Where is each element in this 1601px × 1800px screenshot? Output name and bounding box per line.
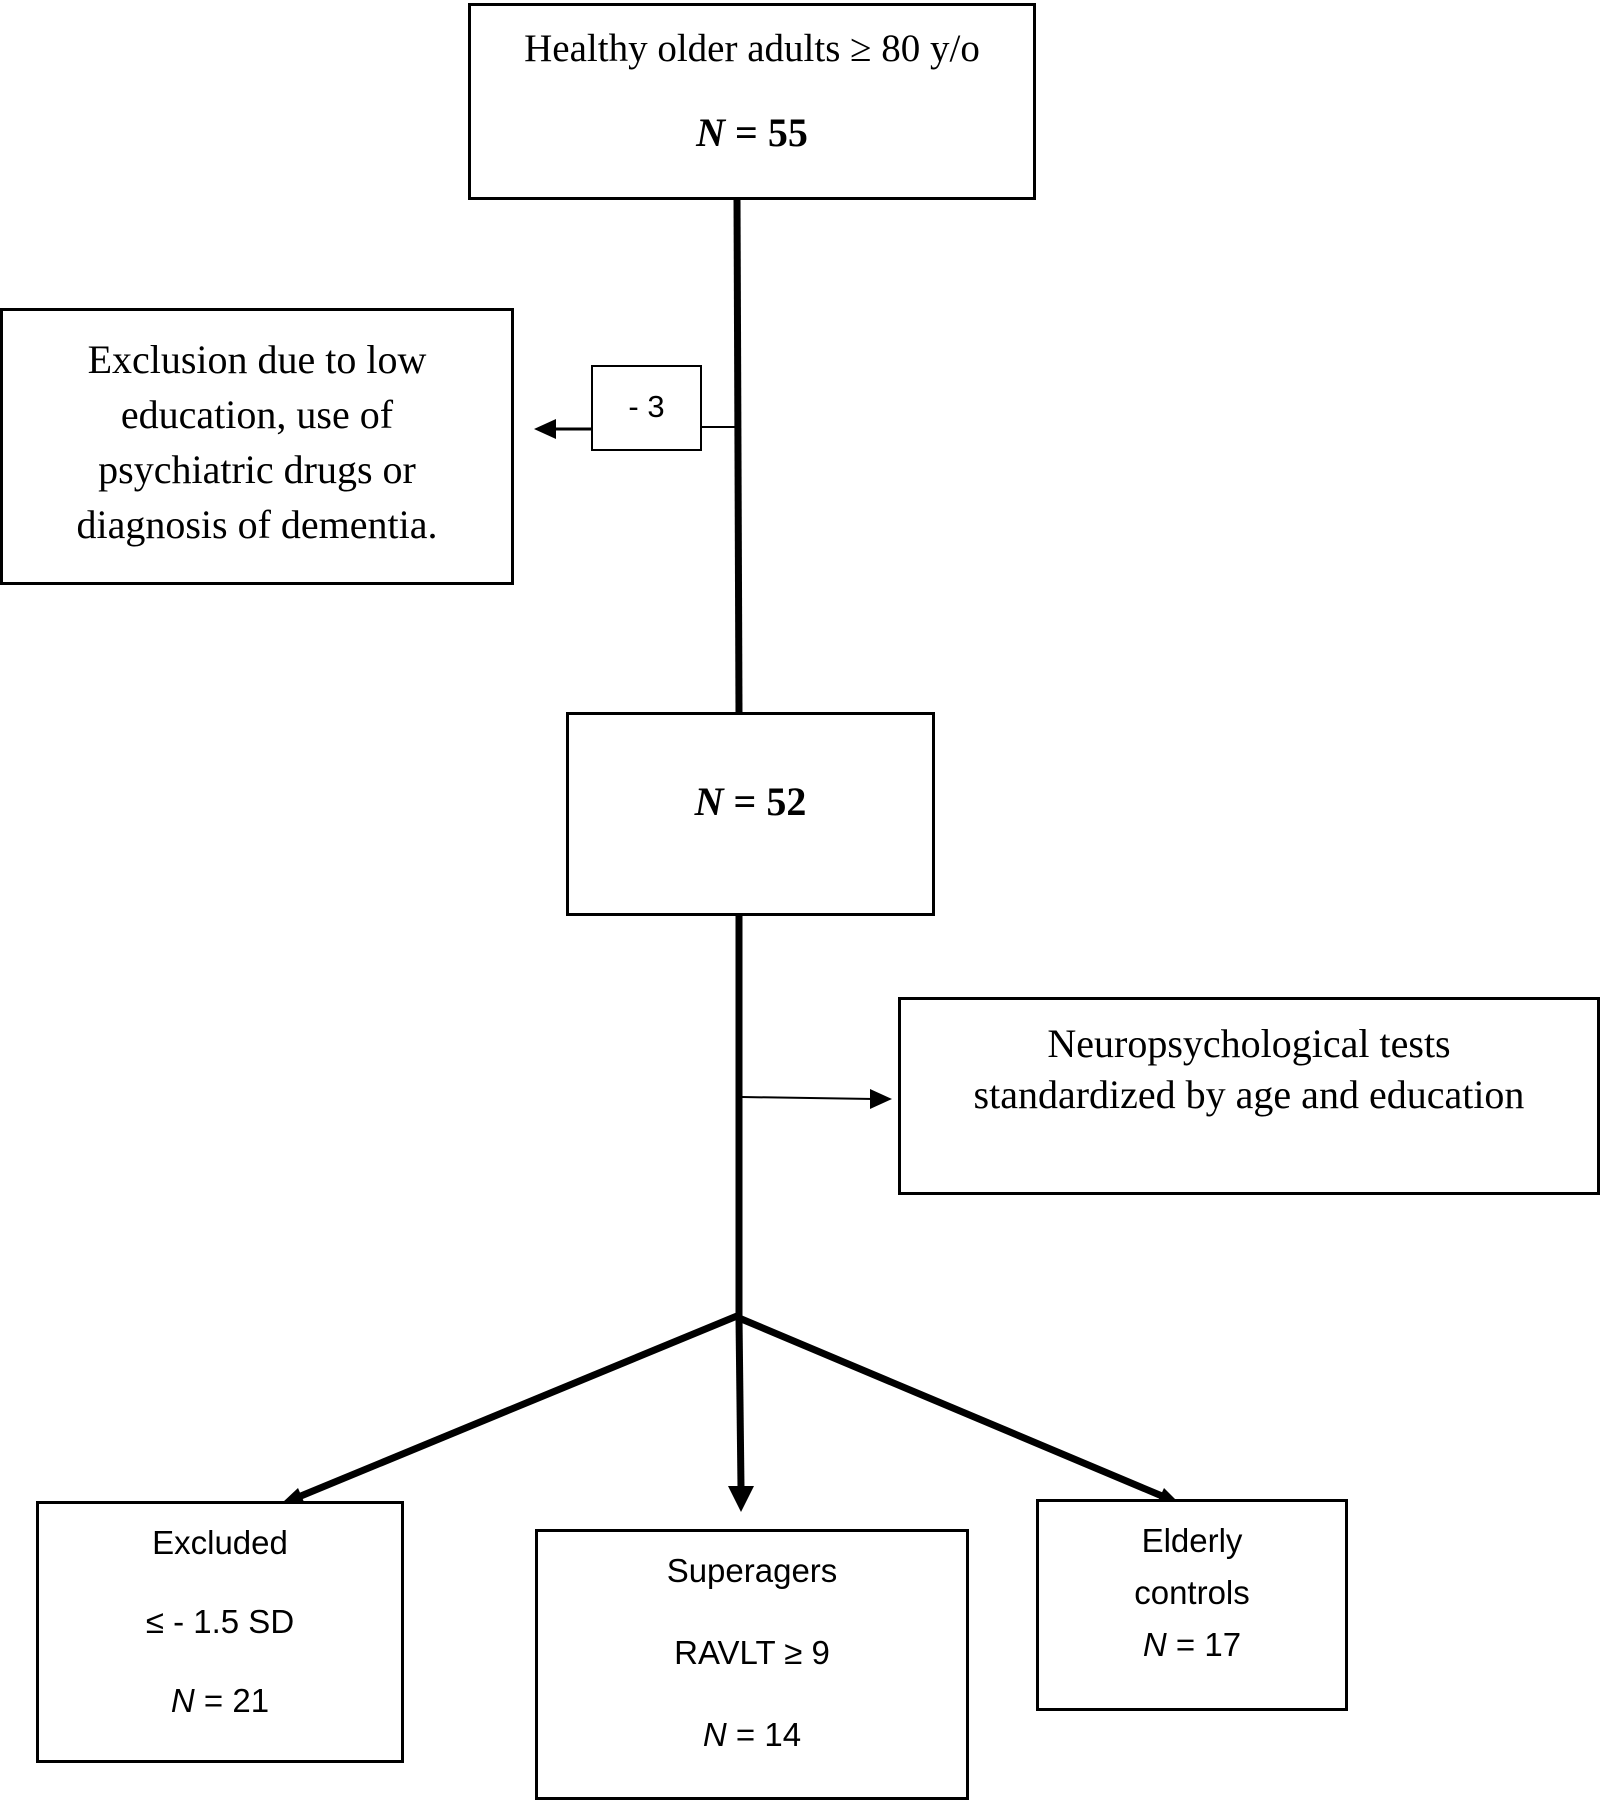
- middle-n-label: N: [694, 779, 724, 824]
- arrowhead-excluded: [282, 1488, 304, 1503]
- connector-start-to-middle: [733, 197, 743, 715]
- exclusion-line-4: diagnosis of dementia.: [76, 502, 438, 547]
- excluded-n-label: N: [170, 1682, 195, 1719]
- tests-box: Neuropsychological tests standardized by…: [898, 997, 1600, 1195]
- superagers-box: Superagers RAVLT ≥ 9 N = 14: [535, 1529, 969, 1800]
- exclusion-count: - 3: [628, 389, 665, 424]
- controls-n: N = 17: [1039, 1626, 1345, 1664]
- excluded-title: Excluded: [152, 1524, 288, 1561]
- arrowhead-exclusion: [534, 419, 556, 439]
- start-title: Healthy older adults ≥ 80 y/o: [524, 27, 980, 70]
- superagers-n: N = 14: [538, 1716, 966, 1754]
- exclusion-text: Exclusion due to low education, use of p…: [3, 311, 511, 552]
- superagers-n-value: = 14: [726, 1716, 802, 1753]
- arrow-to-tests: [741, 1096, 875, 1100]
- superagers-title: Superagers: [666, 1552, 838, 1589]
- exclusion-line-3: psychiatric drugs or: [98, 447, 416, 492]
- exclusion-count-box: - 3: [591, 365, 702, 451]
- excluded-box: Excluded ≤ - 1.5 SD N = 21: [36, 1501, 404, 1763]
- start-n-value: = 55: [725, 110, 808, 155]
- middle-n: N = 52: [569, 778, 932, 825]
- start-n-label: N: [696, 110, 726, 155]
- superagers-criterion: RAVLT ≥ 9: [674, 1634, 830, 1671]
- superagers-n-label: N: [702, 1716, 727, 1753]
- start-n: N = 55: [471, 109, 1033, 156]
- controls-title-line-2: controls: [1134, 1574, 1250, 1611]
- tests-line-2: standardized by age and education: [973, 1072, 1525, 1117]
- controls-n-label: N: [1142, 1626, 1167, 1663]
- arrowhead-superagers: [728, 1486, 754, 1512]
- connector-to-excluded: [294, 1312, 739, 1502]
- connector-to-controls: [737, 1314, 1164, 1500]
- tests-line-1: Neuropsychological tests: [1047, 1021, 1451, 1066]
- controls-box: Elderly controls N = 17: [1036, 1499, 1348, 1711]
- arrowhead-tests: [870, 1089, 892, 1109]
- excluded-n-value: = 21: [194, 1682, 270, 1719]
- excluded-criterion: ≤ - 1.5 SD: [145, 1603, 295, 1640]
- exclusion-line-1: Exclusion due to low: [87, 337, 427, 382]
- excluded-n: N = 21: [39, 1682, 401, 1720]
- exclusion-box: Exclusion due to low education, use of p…: [0, 308, 514, 585]
- start-box: Healthy older adults ≥ 80 y/o N = 55: [468, 3, 1036, 200]
- controls-n-value: = 17: [1166, 1626, 1242, 1663]
- middle-box: N = 52: [566, 712, 935, 916]
- tests-text: Neuropsychological tests standardized by…: [901, 1000, 1597, 1120]
- middle-n-value: = 52: [723, 779, 807, 824]
- arrowhead-controls: [1158, 1488, 1178, 1502]
- exclusion-line-2: education, use of: [120, 392, 394, 437]
- controls-title-line-1: Elderly: [1141, 1522, 1243, 1559]
- connector-to-superagers: [735, 1317, 745, 1489]
